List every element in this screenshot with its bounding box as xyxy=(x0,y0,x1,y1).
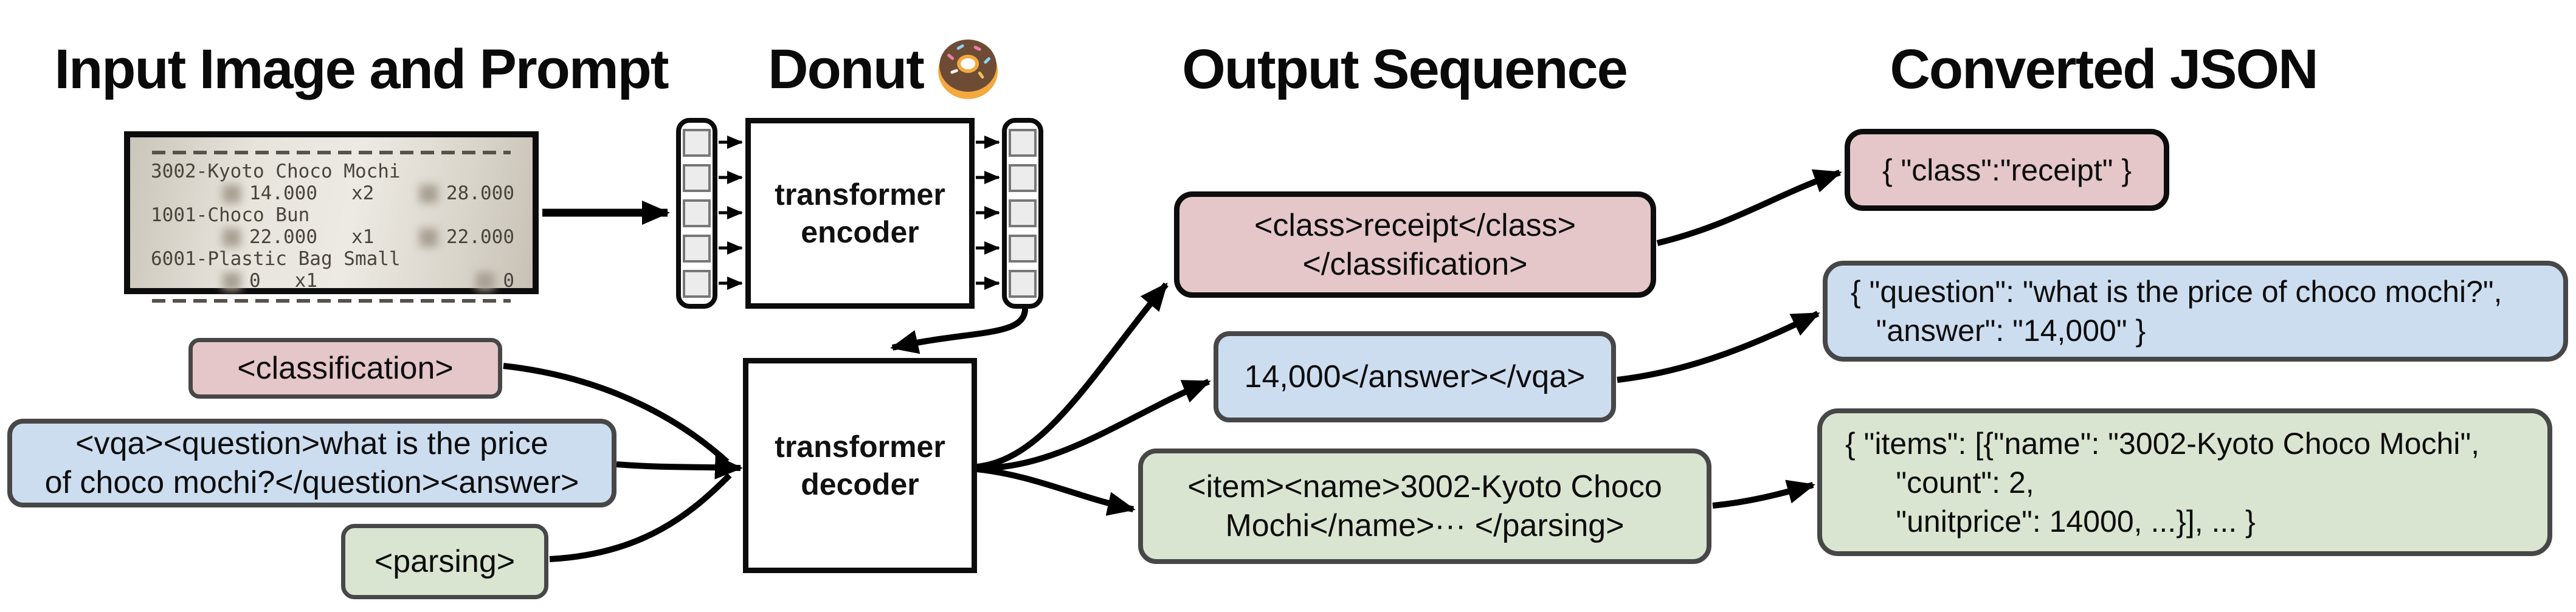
output-token xyxy=(1009,235,1037,263)
redaction-blur xyxy=(420,229,438,247)
encoder-label-line2: encoder xyxy=(801,215,919,249)
receipt-item-price-row: 0 x1 0 xyxy=(151,270,514,292)
redaction-blur xyxy=(420,185,438,203)
input-token xyxy=(683,199,711,227)
receipt-total: 0 xyxy=(503,270,514,292)
receipt-item-name: 1001-Choco Bun xyxy=(151,204,310,226)
arrow-vqa-to-json xyxy=(1617,311,1820,383)
arrow-prompt-vqa xyxy=(616,455,743,480)
output-token xyxy=(1009,164,1037,192)
receipt-image: 3002-Kyoto Choco Mochi 14.000 x2 28.000 1… xyxy=(124,131,539,303)
receipt-item-name: 3002-Kyoto Choco Mochi xyxy=(151,160,401,182)
transformer-decoder-box: transformer decoder xyxy=(743,358,977,573)
receipt-item-price-row: 14.000 x2 28.000 xyxy=(151,182,514,204)
output-parsing-box: <item><name>3002-Kyoto Choco Mochi</name… xyxy=(1138,449,1711,564)
output-token xyxy=(1009,270,1037,298)
input-token xyxy=(683,129,711,157)
prompt-vqa-box: <vqa><question>what is the price of choc… xyxy=(7,419,616,507)
redaction-blur xyxy=(476,272,495,291)
arrows-tokens-to-encoder xyxy=(719,136,743,290)
transformer-encoder-box: transformer encoder xyxy=(745,118,975,309)
input-token xyxy=(683,164,711,192)
model-column-title: Donut xyxy=(768,35,998,103)
input-token-column xyxy=(676,118,717,309)
arrow-prompt-parsing xyxy=(549,473,732,562)
receipt-item-name: 6001-Plastic Bag Small xyxy=(151,248,401,270)
decoder-label-line2: decoder xyxy=(801,467,919,501)
prompt-classification-box: <classification> xyxy=(188,338,502,399)
receipt-qty: x1 xyxy=(351,226,375,248)
output-token-column xyxy=(1002,118,1043,309)
arrow-decoder-to-parsing xyxy=(976,466,1136,516)
json-parsing-box: { "items": [{"name": "3002-Kyoto Choco M… xyxy=(1817,408,2552,556)
arrow-decoder-to-vqa xyxy=(976,379,1211,472)
redaction-blur xyxy=(223,185,241,203)
donut-icon xyxy=(938,40,998,99)
json-column-title: Converted JSON xyxy=(1890,38,2318,100)
decoder-label-line1: transformer xyxy=(775,430,945,464)
json-vqa-box: { "question": "what is the price of choc… xyxy=(1823,261,2568,362)
receipt-divider-bottom xyxy=(152,299,511,303)
output-column-title: Output Sequence xyxy=(1182,38,1628,100)
output-token xyxy=(1009,199,1037,227)
receipt-item-price-row: 22.000 x1 22.000 xyxy=(151,226,514,248)
arrow-classification-to-json xyxy=(1656,169,1842,246)
receipt-unit-price: 0 xyxy=(249,270,261,292)
input-token xyxy=(683,270,711,298)
input-column-title: Input Image and Prompt xyxy=(54,38,669,100)
receipt-unit-price: 14.000 xyxy=(249,182,317,204)
arrow-prompt-classification xyxy=(503,363,730,464)
output-classification-box: <class>receipt</class> </classification> xyxy=(1174,191,1656,298)
output-vqa-box: 14,000</answer></vqa> xyxy=(1214,331,1616,422)
redaction-blur xyxy=(223,272,241,291)
arrow-encoder-to-decoder xyxy=(890,306,1029,354)
model-title-label: Donut xyxy=(768,38,925,100)
input-token xyxy=(683,235,711,263)
receipt-unit-price: 22.000 xyxy=(249,226,317,248)
receipt-qty: x1 xyxy=(294,270,317,292)
receipt-total: 22.000 xyxy=(446,226,514,248)
json-classification-box: { "class":"receipt" } xyxy=(1845,129,2169,211)
arrow-decoder-to-classification xyxy=(976,282,1169,470)
redaction-blur xyxy=(223,229,241,247)
output-token xyxy=(1009,129,1037,157)
receipt-total: 28.000 xyxy=(446,182,514,204)
prompt-parsing-box: <parsing> xyxy=(341,524,548,599)
encoder-label-line1: transformer xyxy=(775,177,945,211)
arrow-parsing-to-json xyxy=(1712,480,1815,509)
receipt-qty: x2 xyxy=(351,182,375,204)
arrows-encoder-to-tokens xyxy=(976,136,1000,290)
receipt-divider-top xyxy=(152,151,511,154)
